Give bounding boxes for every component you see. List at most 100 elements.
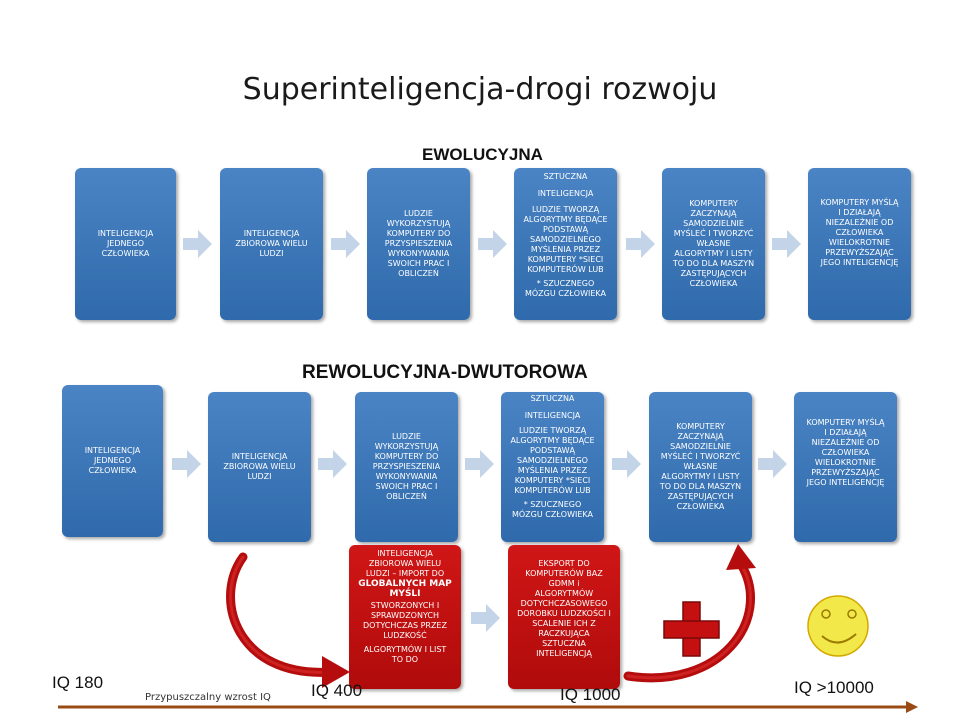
box-text-line: CZŁOWIEKA (676, 502, 725, 511)
box-text-line: INTELIGENCJA (231, 452, 288, 461)
box-text-line: STWORZONYCH I (370, 601, 440, 610)
rev-arrow-1 (172, 450, 201, 478)
box-text-line: ALGORYTMY I LISTY (661, 472, 740, 481)
box-text-line: LUDZIE (404, 209, 433, 218)
box-text-line: ALGORYTMY I LISTY (674, 249, 753, 258)
box-text-line: CZŁOWIEKA (689, 279, 738, 288)
box-text-line: ZBIOROWA WIELU (223, 462, 296, 471)
box-text-line: MYŚLI (389, 589, 421, 599)
red-row-arrow (471, 604, 500, 632)
box-text-line: ZASTĘPUJĄCYCH (680, 269, 747, 278)
box-text-line: LUDZI (247, 472, 272, 481)
box-text-line: KOMPUTERY MYŚLĄ (806, 418, 885, 427)
box-text-line: JEGO INTELIGENCJĘ (806, 478, 885, 487)
box-text-line: INTELIGENCJA (524, 411, 581, 420)
box-text-line: PODSTAWĄ (542, 225, 589, 234)
box-text-line: WYKONYWANIA (387, 249, 450, 258)
box-text-line: SAMODZIELNIE (670, 442, 731, 451)
box-text-line: PRZEWYŻSZAJĄC (825, 248, 894, 257)
box-text-line: SWOICH PRAC I (387, 259, 450, 268)
box-text-line: CZŁOWIEKA (88, 466, 137, 475)
box-text-line: JEGO INTELIGENCJĘ (820, 258, 899, 267)
curve-right-arrowhead (726, 544, 756, 570)
box-text-line: NIEZALEŻNIE OD (825, 218, 894, 227)
rev-arrow-5 (758, 450, 787, 478)
box-text-line: WIELOKROTNIE (814, 458, 877, 467)
evo-arrow-5 (772, 230, 801, 258)
box-text-line: SAMODZIELNEGO (530, 235, 601, 244)
box-text-line: LUDZI – IMPORT DO (365, 569, 445, 578)
box-text-line: CZŁOWIEKA (835, 228, 884, 237)
box-text-line: KOMPUTERÓW LUB (514, 486, 591, 495)
evo-arrow-1 (183, 230, 212, 258)
box-text-line: KOMPUTERY DO (374, 452, 439, 461)
evo-arrow-4 (626, 230, 655, 258)
red-plus-icon (663, 601, 720, 657)
box-text-line: MYŚLENIA PRZEZ (530, 245, 601, 254)
box-text-line: CZŁOWIEKA (821, 448, 870, 457)
box-text-line: MYŚLENIA PRZEZ (517, 466, 588, 475)
box-text-line: WYKONYWANIA (375, 472, 438, 481)
box-text-line: I DZIAŁAJĄ (824, 428, 867, 437)
box-text-line: MYŚLEĆ I TWORZYĆ (660, 452, 741, 461)
box-text-line: JEDNEGO (93, 456, 132, 465)
box-text-line: ALGORYTMÓW I LIST (363, 645, 447, 654)
box-text-line: MÓZGU CZŁOWIEKA (524, 289, 607, 298)
box-text-line: SPRAWDZONYCH (370, 611, 440, 620)
box-text-line: PRZYSPIESZENIA (384, 239, 453, 248)
box-text-line: KOMPUTERY (676, 422, 725, 431)
page-title: Superinteligencja-drogi rozwoju (242, 72, 718, 107)
box-text-line: LUDZIE (392, 432, 421, 441)
section-ewolucyjna: EWOLUCYJNA (422, 145, 543, 164)
box-text-line: CZŁOWIEKA (101, 249, 150, 258)
box-text-line: KOMPUTERY (689, 199, 738, 208)
rev-box-4-mid: INTELIGENCJA (525, 411, 581, 421)
box-text-line: ALGORYTMY BĘDĄCE (510, 436, 595, 445)
box-text-line: ZBIOROWA WIELU (235, 239, 308, 248)
box-text-line: TO DO (391, 655, 419, 664)
curve-left-arrowhead (322, 656, 350, 688)
box-text-line: KOMPUTERÓW BAZ (525, 569, 603, 578)
rev-box-4-top: SZTUCZNA (531, 394, 575, 404)
box-text-line: I DZIAŁAJĄ (838, 208, 881, 217)
box-text-line: SAMODZIELNEGO (517, 456, 588, 465)
iq-10000-label: IQ >10000 (794, 678, 874, 697)
evo-arrow-2 (331, 230, 360, 258)
iq-180-label: IQ 180 (52, 673, 104, 692)
box-text-line: INTELIGENCJA (243, 229, 300, 238)
iq-400-label: IQ 400 (311, 681, 363, 700)
box-text-line: TO DO DLA MASZYN (672, 259, 755, 268)
box-text-line: KOMPUTERY *SIECI (527, 255, 604, 264)
box-text-line: ZACZYNAJĄ (690, 209, 737, 218)
box-text-line: GDMM i (548, 579, 580, 588)
box-text-line: KOMPUTERY *SIECI (514, 476, 591, 485)
box-text-line: JEDNEGO (106, 239, 145, 248)
box-text-line: ZASTĘPUJĄCYCH (667, 492, 734, 501)
box-text-line: WŁASNE (696, 239, 731, 248)
rev-arrow-3 (465, 450, 494, 478)
evo-box-4-top: SZTUCZNA (544, 172, 588, 182)
box-text-line: LUDZIE TWORZĄ (531, 205, 600, 214)
box-text-line: LUDZKOŚĆ (383, 631, 427, 640)
box-text-line: SZTUCZNA (530, 394, 575, 403)
box-text-line: INTELIGENCJA (97, 229, 154, 238)
box-text-line: DOROBKU LUDZKOŚCI I (517, 609, 611, 618)
box-text-line: SZTUCZNA (543, 172, 588, 181)
box-text-line: PRZYSPIESZENIA (372, 462, 441, 471)
box-text-line: INTELIGENCJA (377, 549, 433, 558)
box-text-line: DOTYCHCZASOWEGO (520, 599, 608, 608)
box-text-line: ZBIOROWA WIELU (368, 559, 442, 568)
